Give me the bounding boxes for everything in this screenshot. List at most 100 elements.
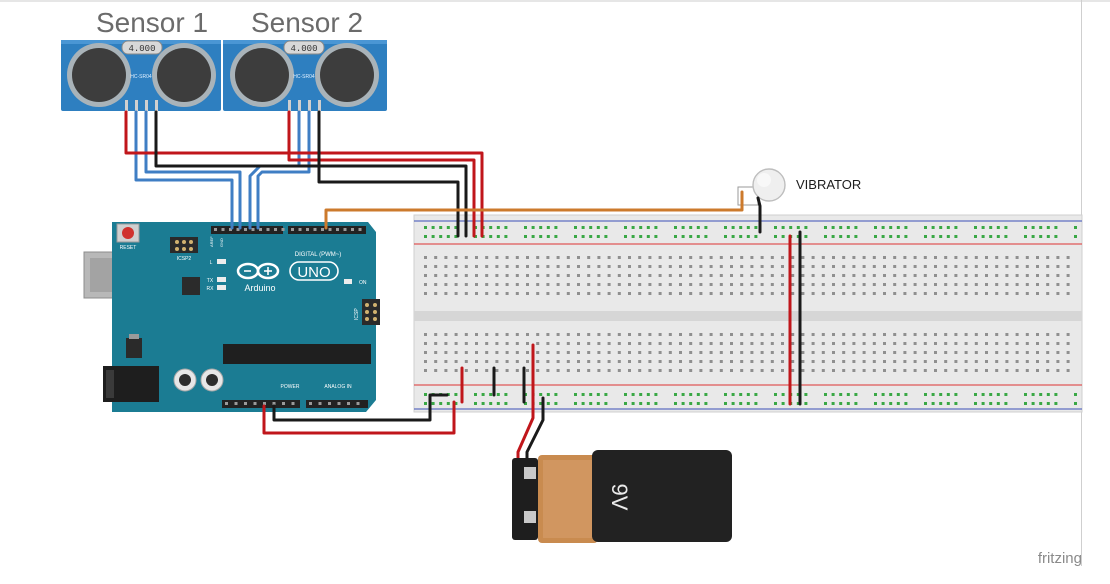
breadboard-hole — [954, 342, 958, 345]
breadboard-hole — [954, 292, 958, 295]
rail-hole — [596, 226, 600, 229]
breadboard-hole — [944, 369, 948, 372]
rail-hole — [739, 393, 743, 396]
breadboard-hole — [1015, 351, 1019, 354]
rail-hole — [1031, 402, 1035, 405]
breadboard-hole — [679, 256, 682, 259]
breadboard-hole — [505, 369, 509, 372]
rail-hole — [654, 235, 658, 238]
breadboard-hole — [985, 333, 988, 336]
breadboard-hole — [811, 292, 815, 295]
breadboard-hole — [668, 292, 672, 295]
breadboard-hole — [638, 333, 642, 336]
breadboard-hole — [587, 360, 591, 363]
breadboard-hole — [628, 274, 631, 277]
rail-hole — [854, 235, 858, 238]
rail-hole — [989, 226, 993, 229]
breadboard-hole — [587, 351, 591, 354]
breadboard-hole — [597, 265, 601, 268]
rail-hole — [839, 402, 843, 405]
breadboard-hole — [719, 265, 723, 268]
breadboard-hole — [862, 265, 866, 268]
breadboard-hole — [730, 369, 733, 372]
breadboard-hole — [424, 351, 427, 354]
rail-hole — [704, 402, 708, 405]
breadboard-hole — [985, 283, 988, 286]
breadboard-hole — [454, 256, 458, 259]
rail-hole — [1054, 226, 1058, 229]
breadboard-hole — [893, 360, 897, 363]
breadboard-hole — [648, 342, 652, 345]
rail-hole — [731, 402, 735, 405]
battery-body-black — [592, 450, 732, 542]
breadboard-hole — [862, 342, 866, 345]
breadboard-hole — [505, 333, 509, 336]
breadboard-hole — [862, 333, 866, 336]
breadboard-hole — [709, 369, 713, 372]
header-pin — [291, 402, 295, 405]
breadboard-hole — [770, 283, 774, 286]
breadboard-hole — [852, 283, 856, 286]
breadboard-hole — [883, 283, 886, 286]
breadboard-hole — [434, 256, 438, 259]
breadboard-hole — [505, 360, 509, 363]
breadboard-hole — [923, 369, 927, 372]
breadboard-hole — [526, 360, 529, 363]
breadboard-hole — [974, 342, 978, 345]
breadboard-hole — [556, 283, 560, 286]
breadboard-hole — [872, 256, 876, 259]
breadboard-hole — [679, 283, 682, 286]
breadboard-hole — [872, 333, 876, 336]
breadboard-hole — [791, 351, 795, 354]
rail-hole — [1046, 393, 1050, 396]
breadboard-hole — [434, 265, 438, 268]
breadboard-hole — [424, 342, 427, 345]
rail-hole — [439, 402, 443, 405]
breadboard-hole — [434, 342, 438, 345]
breadboard-hole — [954, 351, 958, 354]
breadboard-hole — [811, 265, 815, 268]
breadboard-hole — [577, 333, 580, 336]
uno-label: UNO — [297, 264, 330, 281]
rail-hole — [796, 226, 800, 229]
breadboard-hole — [577, 351, 580, 354]
breadboard-hole — [566, 274, 570, 277]
breadboard-hole — [934, 333, 937, 336]
breadboard-hole — [791, 342, 795, 345]
breadboard-hole — [617, 283, 621, 286]
breadboard-hole — [903, 342, 907, 345]
breadboard-hole — [1015, 283, 1019, 286]
breadboard-hole — [638, 283, 642, 286]
rail-hole — [1004, 226, 1008, 229]
breadboard-hole — [944, 265, 948, 268]
breadboard-hole — [719, 274, 723, 277]
battery-label: 9V — [607, 484, 632, 511]
breadboard-hole — [883, 256, 886, 259]
breadboard-hole — [607, 292, 611, 295]
rail-hole — [946, 393, 950, 396]
breadboard-hole — [658, 333, 662, 336]
analog-label: ANALOG IN — [324, 384, 352, 390]
rail-hole — [631, 393, 635, 396]
breadboard-hole — [811, 256, 815, 259]
header-pin — [356, 402, 360, 405]
rail-hole — [824, 393, 827, 396]
breadboard-hole — [985, 265, 988, 268]
breadboard-hole — [464, 274, 468, 277]
breadboard-hole — [679, 369, 682, 372]
rail-hole — [754, 402, 758, 405]
battery-9v: 9V — [512, 450, 732, 543]
header-pin — [244, 228, 247, 231]
rail-hole — [754, 393, 758, 396]
breadboard-hole — [1036, 274, 1039, 277]
rail-hole — [989, 235, 993, 238]
rail-hole — [881, 402, 885, 405]
breadboard-hole — [883, 342, 886, 345]
rail-hole — [724, 226, 727, 229]
breadboard-hole — [781, 333, 784, 336]
breadboard-hole — [954, 283, 958, 286]
breadboard-hole — [556, 292, 560, 295]
breadboard-hole — [923, 274, 927, 277]
rail-hole — [589, 402, 593, 405]
rail-hole — [874, 393, 877, 396]
